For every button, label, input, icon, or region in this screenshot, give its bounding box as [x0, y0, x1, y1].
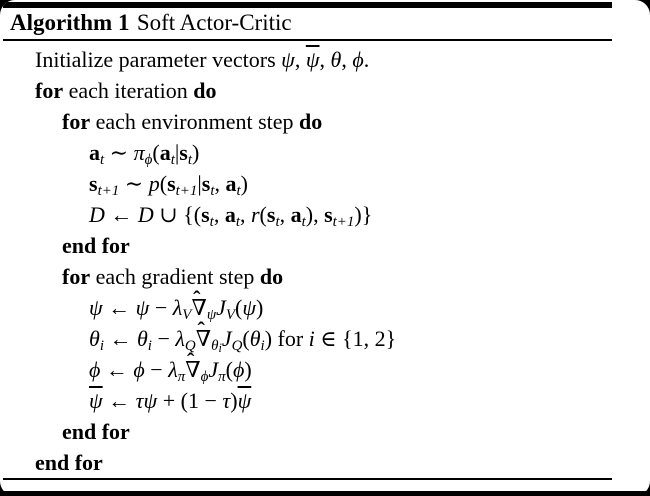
algorithm-label: Algorithm 1: [10, 10, 130, 35]
algorithm-line: end for: [62, 233, 130, 258]
algorithm-line: end for: [62, 419, 130, 444]
algorithm-line: for each iteration do: [35, 78, 217, 103]
algorithm-line: ψ ← τψ + (1 − τ)ψ: [89, 388, 252, 413]
algorithm-line: for each environment step do: [62, 109, 323, 134]
algorithm-line: st+1 ∼ p(st+1|st, at): [89, 171, 248, 200]
algorithm-line: ψ ← ψ − λV∇ˆψJV(ψ): [89, 286, 264, 324]
algorithm-line: θi ← θi − λQ∇ˆθiJQ(θi) for i ∈ {1, 2}: [89, 317, 397, 356]
top-rule: [3, 2, 612, 8]
bottom-rule: [3, 478, 612, 480]
algorithm-line: Initialize parameter vectors ψ, ψ, θ, ϕ.: [35, 47, 370, 72]
algorithm-body: Initialize parameter vectors ψ, ψ, θ, ϕ.…: [8, 44, 620, 478]
algorithm-line: D ← D ∪ {(st, at, r(st, at), st+1)}: [89, 202, 373, 231]
algorithm-line: ϕ ← ϕ − λπ∇ˆϕJπ(ϕ): [89, 348, 252, 386]
header-divider-rule: [3, 39, 612, 41]
algorithm-line: at ∼ πϕ(at|st): [89, 140, 200, 169]
algorithm-line: for each gradient step do: [62, 264, 284, 289]
algorithm-line: end for: [35, 450, 103, 475]
algorithm-title: Soft Actor-Critic: [136, 10, 292, 35]
